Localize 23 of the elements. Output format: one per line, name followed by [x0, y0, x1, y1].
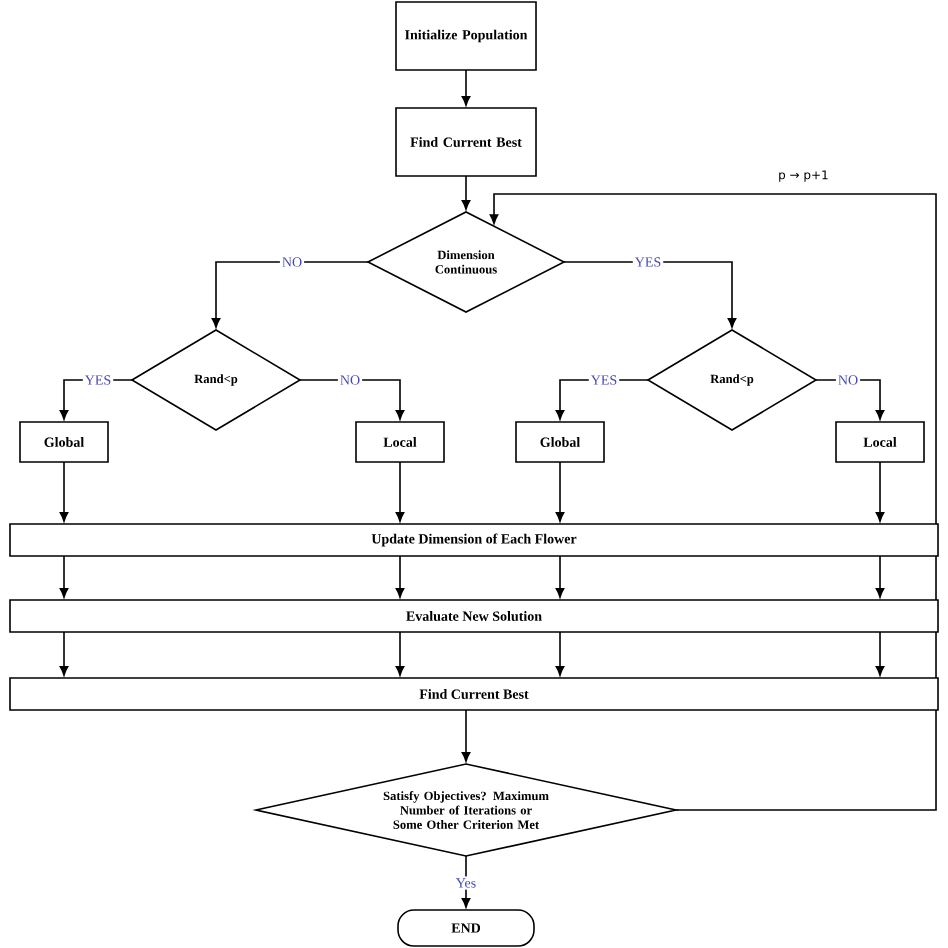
arrow — [299, 379, 405, 420]
arrow — [461, 175, 471, 210]
arrow — [59, 555, 69, 598]
arrow — [211, 261, 369, 328]
arrow — [563, 261, 737, 328]
arrow — [489, 193, 937, 811]
arrow — [555, 631, 565, 676]
arrow — [555, 461, 565, 522]
arrow — [555, 379, 649, 420]
arrow — [395, 555, 405, 598]
arrow — [461, 69, 471, 106]
arrow — [59, 631, 69, 676]
arrow — [875, 631, 885, 676]
arrow — [59, 379, 133, 420]
arrow — [815, 379, 885, 420]
arrow — [555, 555, 565, 598]
arrow — [875, 461, 885, 522]
arrow — [59, 461, 69, 522]
arrow — [461, 709, 471, 762]
arrow — [395, 631, 405, 676]
arrow — [395, 461, 405, 522]
arrow — [461, 855, 471, 908]
arrow — [875, 555, 885, 598]
